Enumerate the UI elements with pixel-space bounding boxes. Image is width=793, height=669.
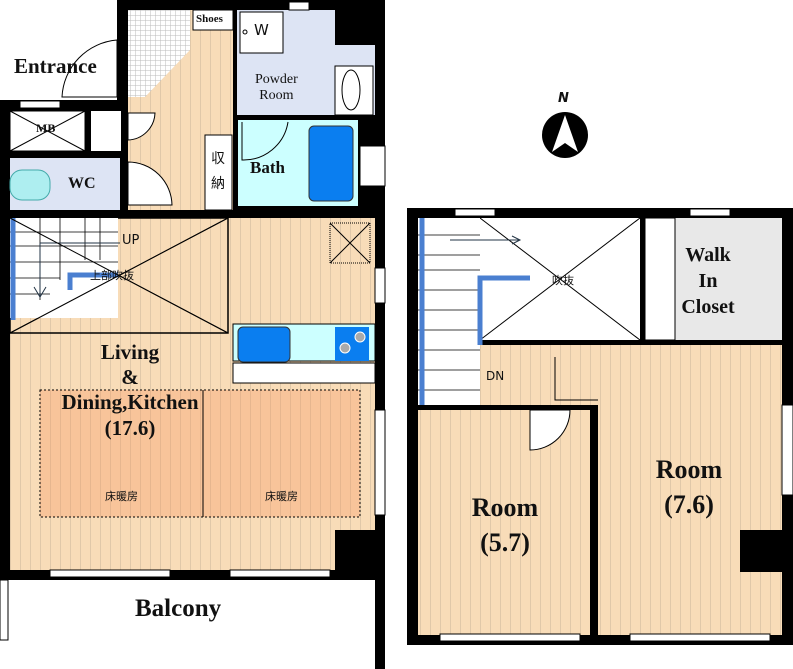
kitchen-sink xyxy=(237,326,291,363)
label-ldk-size: (17.6) xyxy=(104,415,156,440)
label-powder-room-2: Room xyxy=(259,88,294,104)
label-in: In xyxy=(698,270,718,292)
label-storage-1: 収 xyxy=(211,151,225,167)
entry-tile xyxy=(128,10,190,97)
label-shoes: Shoes xyxy=(196,13,223,25)
label-room-a-size: (5.7) xyxy=(480,528,530,558)
bathtub xyxy=(308,125,354,202)
label-balcony: Balcony xyxy=(135,595,222,622)
room-7-6 xyxy=(598,345,782,635)
label-bath: Bath xyxy=(250,158,285,177)
second-floor xyxy=(407,208,793,645)
label-living: Living xyxy=(100,340,160,364)
label-room-b-size: (7.6) xyxy=(664,490,714,520)
label-floor-heating-1: 床暖房 xyxy=(105,490,138,503)
stairs xyxy=(10,218,118,318)
label-washer: W xyxy=(254,21,269,39)
label-room-a: Room xyxy=(471,493,539,522)
landing xyxy=(480,345,598,405)
north-arrow-icon xyxy=(542,112,588,158)
label-north: N xyxy=(558,91,569,106)
label-void-above: 上部吹抜 xyxy=(90,269,134,282)
label-dn: DN xyxy=(486,369,505,383)
balcony xyxy=(0,580,375,669)
stove xyxy=(335,327,369,361)
label-entrance: Entrance xyxy=(14,54,97,78)
label-powder-room-1: Powder xyxy=(255,72,298,87)
label-mb: MB xyxy=(36,121,56,135)
label-closet: Closet xyxy=(681,296,735,318)
room-5-7 xyxy=(418,410,590,635)
floor-heating-area xyxy=(39,389,361,518)
label-walk: Walk xyxy=(685,244,731,266)
label-and: & xyxy=(121,365,139,390)
stairs-2f xyxy=(418,218,480,405)
label-dining-kitchen: Dining,Kitchen xyxy=(61,390,199,415)
label-wc: WC xyxy=(68,175,96,192)
label-up: UP xyxy=(122,233,140,248)
label-floor-heating-2: 床暖房 xyxy=(265,490,298,503)
label-storage-2: 納 xyxy=(211,176,225,193)
first-floor xyxy=(0,0,386,669)
label-void: 吹抜 xyxy=(552,274,574,287)
label-room-b: Room xyxy=(655,455,723,484)
